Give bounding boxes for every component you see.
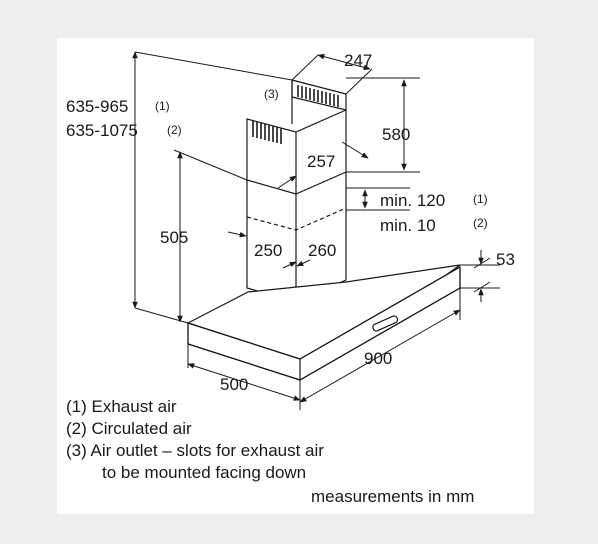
- min-exhaust-label: min. 120: [380, 191, 445, 210]
- chimney-depth-label: 260: [308, 241, 336, 260]
- min-circulated-note: (2): [473, 216, 488, 230]
- height-exhaust-label: 635-965: [66, 97, 128, 116]
- legend-item-circulated: (2) Circulated air: [66, 419, 192, 438]
- chimney-top-width-label: 257: [307, 152, 335, 171]
- air-outlet-slots-icon: [252, 85, 339, 144]
- hood-height-label: 505: [160, 228, 188, 247]
- height-circulated-note: (2): [167, 123, 182, 137]
- hood-depth-label: 500: [220, 375, 248, 394]
- dimension-lines: [132, 51, 491, 403]
- chimney-top-height-label: 580: [382, 125, 410, 144]
- outlet-note-label: (3): [264, 87, 279, 101]
- legend-item-outlet: (3) Air outlet – slots for exhaust air: [66, 441, 324, 460]
- min-exhaust-note: (1): [473, 192, 488, 206]
- hood-width-label: 900: [364, 349, 392, 368]
- chimney-top-depth-label: 247: [344, 51, 372, 70]
- chimney-width-label: 250: [254, 241, 282, 260]
- height-exhaust-note: (1): [155, 99, 170, 113]
- units-note: measurements in mm: [311, 487, 475, 506]
- hood-canopy: [186, 264, 461, 381]
- min-circulated-label: min. 10: [380, 216, 436, 235]
- legend-item-outlet-continued: to be mounted facing down: [102, 463, 307, 482]
- legend-item-exhaust: (1) Exhaust air: [66, 397, 177, 416]
- legend: (1) Exhaust air (2) Circulated air (3) A…: [66, 396, 324, 484]
- height-circulated-label: 635-1075: [66, 121, 138, 140]
- canopy-thickness-label: 53: [496, 250, 515, 269]
- upper-chimney: [246, 79, 347, 195]
- extension-lines: [134, 51, 500, 410]
